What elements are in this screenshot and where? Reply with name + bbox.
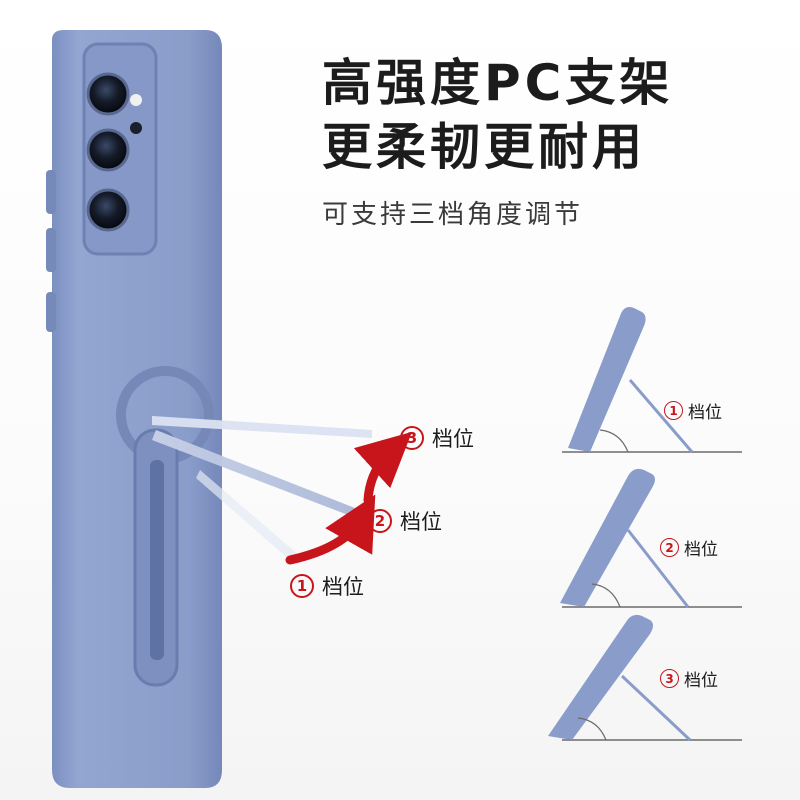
stand-diagram-3 [548, 614, 742, 742]
circled-number-2-icon: 2 [368, 509, 392, 533]
stand-diagram-2 [560, 468, 742, 608]
gear-label-1-main: 1 档位 [290, 571, 364, 601]
gear-label-text: 档位 [400, 510, 442, 534]
gear-label-text: 档位 [684, 540, 718, 560]
gear-label-text: 档位 [432, 427, 474, 451]
camera-lens-icon [86, 188, 130, 232]
circled-number-1-icon: 1 [290, 574, 314, 598]
gear-label-3-diagram: 3 档位 [660, 666, 718, 691]
circled-number-2-icon: 2 [660, 538, 679, 557]
camera-lens-icon [86, 72, 130, 116]
curved-arrow-icon [353, 431, 412, 505]
gear-label-1-diagram: 1 档位 [664, 398, 722, 423]
circled-number-3-icon: 3 [400, 426, 424, 450]
stand-diagram-1 [562, 307, 742, 453]
gear-label-text: 档位 [688, 403, 722, 423]
headline-subtitle: 可支持三档角度调节 [322, 200, 584, 230]
gear-label-2-main: 2 档位 [368, 506, 442, 536]
phone-case-large [46, 30, 372, 788]
curved-arrow-icon [285, 494, 376, 565]
gear-label-text: 档位 [684, 671, 718, 691]
circled-number-3-icon: 3 [660, 669, 679, 688]
circled-number-1-icon: 1 [664, 401, 683, 420]
camera-lens-icon [86, 128, 130, 172]
headline-line-1: 高强度PC支架 [322, 54, 674, 112]
gear-label-3-main: 3 档位 [400, 423, 474, 453]
gear-label-2-diagram: 2 档位 [660, 535, 718, 560]
gear-label-text: 档位 [322, 575, 364, 599]
headline-line-2: 更柔韧更耐用 [322, 118, 646, 176]
